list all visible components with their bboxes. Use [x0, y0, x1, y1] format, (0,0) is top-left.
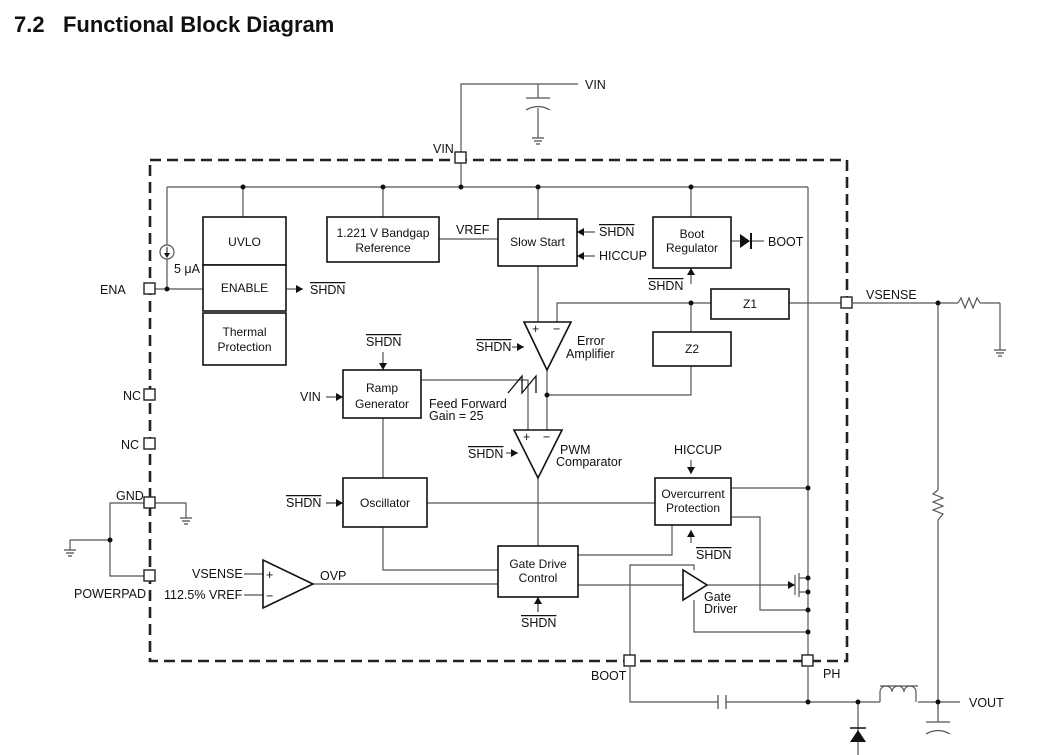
vin-supply-label: VIN: [585, 78, 606, 92]
overcurrent-label-1: Overcurrent: [661, 487, 725, 501]
nc-pin-2-label: NC: [121, 438, 139, 452]
slow-start-hiccup-label: HICCUP: [599, 249, 647, 263]
overcurrent-shdn-label: SHDN: [696, 548, 731, 562]
slow-start-shdn-label: SHDN: [599, 225, 634, 239]
divider-resistor: [931, 489, 945, 521]
bandgap-label-2: Reference: [355, 241, 411, 255]
gate-drive-control-label-1: Gate Drive: [509, 557, 567, 571]
z1-label: Z1: [743, 297, 757, 311]
ramp-generator-block: Ramp Generator: [342, 369, 422, 419]
error-amp-label-1: Error: [577, 334, 605, 348]
vin-pin-label: VIN: [433, 142, 454, 156]
ph-pin-label: PH: [823, 667, 840, 681]
enable-label: ENABLE: [221, 281, 268, 295]
z2-block: Z2: [652, 331, 732, 367]
thermal-protection-block: Thermal Protection: [202, 312, 287, 366]
ovp-label: OVP: [320, 569, 346, 583]
vsense-resistor: [957, 296, 981, 310]
pwm-shdn-label: SHDN: [468, 447, 503, 461]
gate-drive-shdn-label: SHDN: [521, 616, 556, 630]
gate-driver: [682, 568, 709, 602]
slow-start-block: Slow Start: [497, 218, 578, 267]
boot-capacitor: [717, 695, 727, 709]
arrowheads: [296, 228, 795, 604]
gate-drive-control-label-2: Control: [519, 571, 558, 585]
enable-block: ENABLE: [202, 264, 287, 312]
bandgap-label-1: 1.221 V Bandgap: [337, 226, 430, 240]
gate-driver-label-2: Driver: [704, 602, 737, 616]
current-source-icon: [159, 244, 175, 260]
boot-reg-label-2: Regulator: [666, 241, 718, 255]
gate-driver-label-1: Gate: [704, 590, 731, 604]
svg-text:−: −: [266, 589, 273, 603]
pin-markers: [143, 151, 853, 667]
vin-capacitor: [525, 97, 551, 145]
current-source-label: 5 μA: [174, 262, 201, 276]
vout-label: VOUT: [969, 696, 1004, 710]
pwm-comparator: + −: [512, 429, 564, 480]
section-heading: 7.2 Functional Block Diagram: [14, 12, 334, 38]
sawtooth-icon: [507, 374, 537, 395]
svg-text:+: +: [523, 430, 530, 444]
section-title: Functional Block Diagram: [62, 12, 335, 37]
vsense-pin-label: VSENSE: [866, 288, 917, 302]
oscillator-label: Oscillator: [360, 496, 410, 510]
pwm-label-1: PWM: [560, 443, 591, 457]
boot-reg-shdn-label: SHDN: [648, 279, 683, 293]
enable-shdn-label: SHDN: [310, 283, 345, 297]
labels: VIN VIN ENA NC NC GND POWERPAD BOOT PH V…: [74, 78, 1004, 710]
z1-block: Z1: [710, 288, 790, 320]
slow-start-label: Slow Start: [510, 235, 565, 249]
junction-dots: [107, 184, 941, 705]
ic-boundary: [148, 158, 849, 663]
uvlo-block: UVLO: [202, 216, 287, 266]
ovp-vsense-label: VSENSE: [192, 567, 243, 581]
section-number: 7.2: [14, 12, 45, 37]
svg-text:+: +: [266, 568, 273, 582]
ground-symbols: [64, 349, 1006, 557]
thermal-label-2: Protection: [217, 340, 271, 354]
catch-diode: [850, 730, 866, 742]
oscillator-block: Oscillator: [342, 477, 428, 528]
error-amplifier: + −: [522, 321, 573, 372]
gnd-pin-label: GND: [116, 489, 144, 503]
ovp-comparator: + −: [262, 558, 315, 610]
z2-label: Z2: [685, 342, 699, 356]
bandgap-block: 1.221 V Bandgap Reference: [326, 216, 440, 263]
boot-pin-label: BOOT: [591, 669, 627, 683]
thermal-label-1: Thermal: [222, 325, 266, 339]
output-capacitor: [925, 721, 951, 735]
svg-text:−: −: [553, 322, 560, 336]
boot-signal-label: BOOT: [768, 235, 804, 249]
feed-forward-label-2: Gain = 25: [429, 409, 484, 423]
boot-regulator-block: Boot Regulator: [652, 216, 732, 269]
boot-reg-label-1: Boot: [680, 227, 705, 241]
overcurrent-label-2: Protection: [666, 501, 720, 515]
powerpad-pin-label: POWERPAD: [74, 587, 146, 601]
overcurrent-hiccup-label: HICCUP: [674, 443, 722, 457]
oscillator-shdn-label: SHDN: [286, 496, 321, 510]
wires: [69, 83, 1001, 755]
ramp-label-2: Generator: [355, 397, 409, 411]
feed-forward-label-1: Feed Forward: [429, 397, 507, 411]
nc-pin-1-label: NC: [123, 389, 141, 403]
ovp-vref-label: 112.5% VREF: [164, 588, 243, 602]
gate-drive-control-block: Gate Drive Control: [497, 545, 579, 598]
overcurrent-protection-block: Overcurrent Protection: [654, 477, 732, 526]
output-inductor: [879, 685, 917, 702]
error-amp-label-2: Amplifier: [566, 347, 615, 361]
pwm-label-2: Comparator: [556, 455, 622, 469]
vref-label: VREF: [456, 223, 490, 237]
boot-diode: [740, 234, 750, 248]
ena-pin-label: ENA: [100, 283, 126, 297]
ramp-vin-label: VIN: [300, 390, 321, 404]
error-amp-shdn-label: SHDN: [476, 340, 511, 354]
ramp-label-1: Ramp: [366, 381, 398, 395]
svg-text:+: +: [532, 322, 539, 336]
uvlo-label: UVLO: [228, 235, 261, 249]
ramp-shdn-label: SHDN: [366, 335, 401, 349]
svg-text:−: −: [543, 430, 550, 444]
